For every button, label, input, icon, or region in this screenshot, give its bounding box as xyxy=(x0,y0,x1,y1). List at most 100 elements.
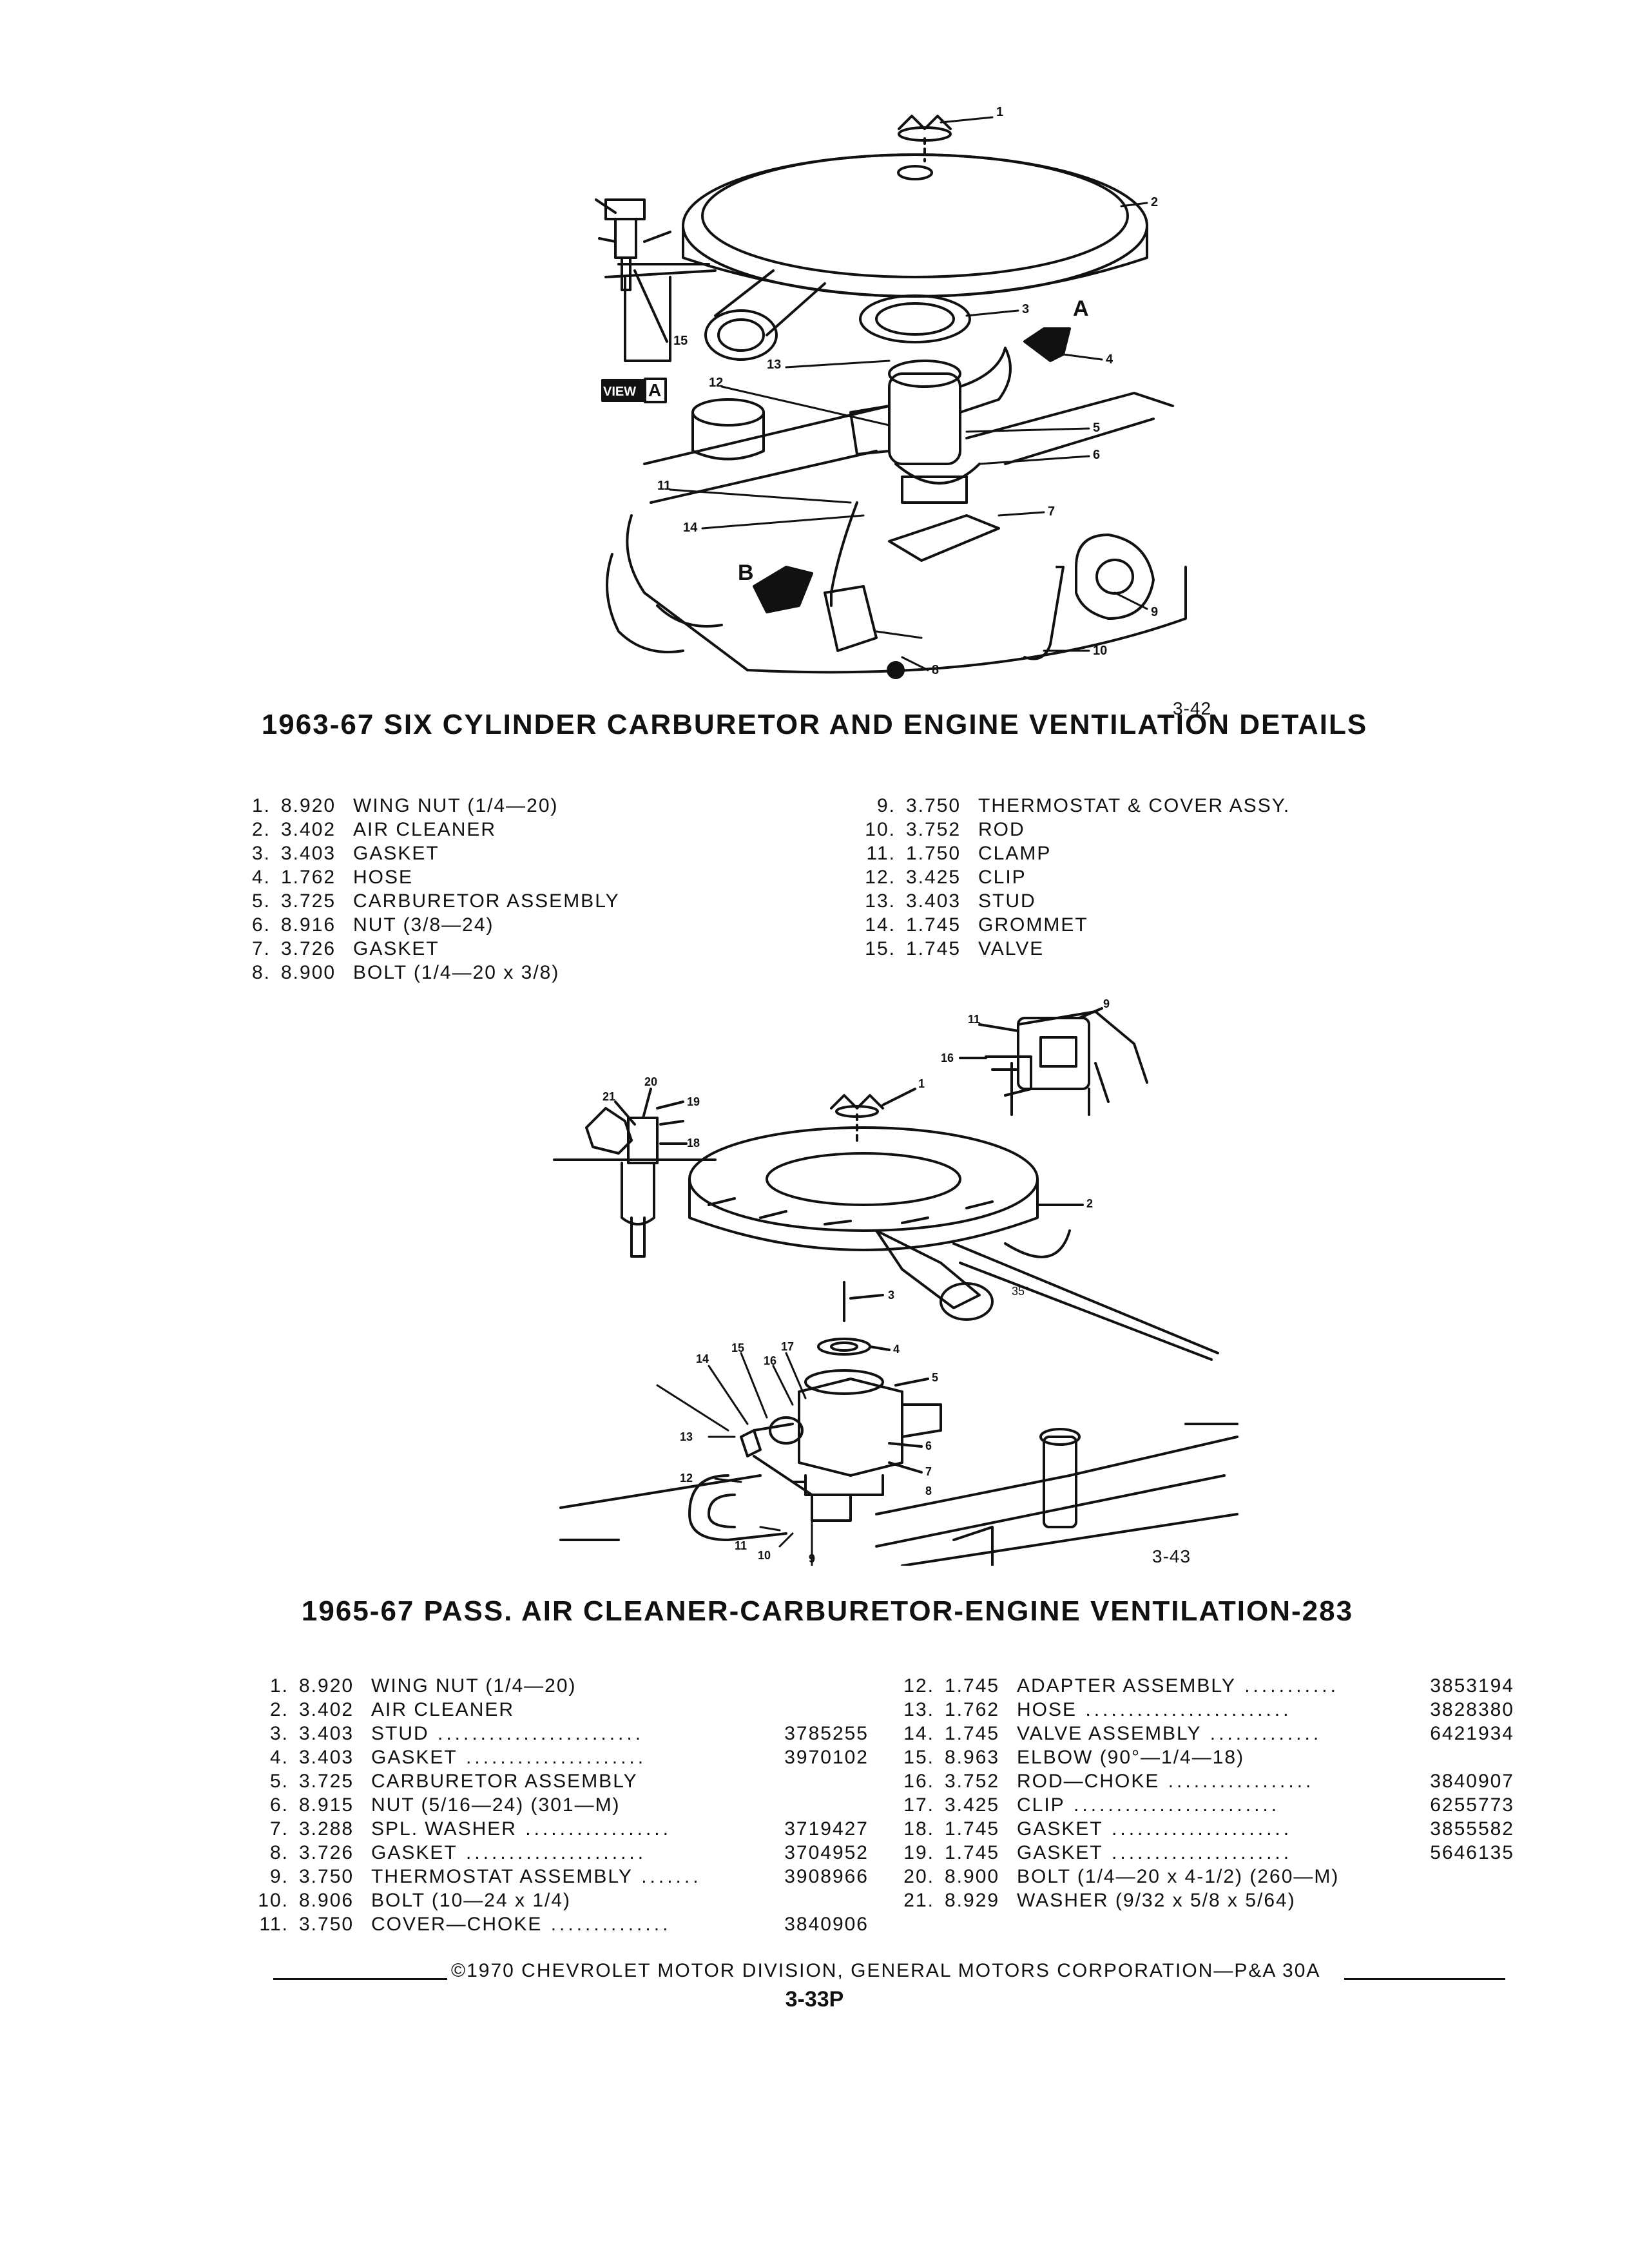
callout-a: A xyxy=(1073,296,1089,321)
view-a-inset xyxy=(595,198,717,362)
callout-6: 6 xyxy=(1093,448,1100,462)
callout-4: 4 xyxy=(893,1343,900,1356)
view-a-tag-label: VIEW xyxy=(603,385,636,399)
callout-18: 18 xyxy=(687,1137,700,1149)
callout-3: 3 xyxy=(1022,302,1029,316)
callout-7: 7 xyxy=(1048,505,1055,519)
leader-lines xyxy=(669,116,1148,671)
callout-14: 14 xyxy=(696,1352,709,1365)
callout-5: 5 xyxy=(932,1371,938,1384)
gasket-ring xyxy=(859,294,971,343)
callout-2: 2 xyxy=(1086,1197,1093,1210)
hose-fitting-a xyxy=(1023,327,1071,362)
choke-thermostat-inset xyxy=(959,1007,1148,1116)
callout-1: 1 xyxy=(996,105,1003,119)
figure-number-3-42: 3-42 xyxy=(1173,698,1212,718)
callout-13: 13 xyxy=(680,1430,693,1443)
wing-nut xyxy=(898,115,952,162)
callout-5: 5 xyxy=(1093,421,1100,435)
callout-2: 2 xyxy=(1151,195,1158,209)
callout-10: 10 xyxy=(1093,644,1107,658)
adapter-inset xyxy=(553,1088,717,1258)
view-a-tag xyxy=(601,378,667,403)
bolt xyxy=(887,661,905,679)
callout-11: 11 xyxy=(735,1539,747,1552)
thermostat-cover-assembly xyxy=(1023,533,1155,660)
callout-7: 7 xyxy=(925,1465,932,1478)
ventilation-hose xyxy=(688,1455,813,1541)
callout-12: 12 xyxy=(680,1472,693,1485)
callout-4: 4 xyxy=(1106,352,1113,367)
air-cleaner xyxy=(688,1126,1084,1321)
callout-11: 11 xyxy=(657,479,671,493)
callout-17: 17 xyxy=(781,1340,794,1353)
thermostat-housing xyxy=(824,585,878,652)
callout-19: 19 xyxy=(687,1095,700,1108)
callout-15: 15 xyxy=(673,334,688,348)
base-gasket xyxy=(888,514,1000,562)
callout-10: 10 xyxy=(758,1549,771,1562)
wing-nut xyxy=(830,1088,916,1142)
footer-rule-left xyxy=(273,1978,447,1980)
callout-8: 8 xyxy=(925,1485,932,1497)
callout-b: B xyxy=(738,561,754,585)
callout-6: 6 xyxy=(925,1439,932,1452)
callout-13: 13 xyxy=(767,358,781,372)
leader-lines xyxy=(656,1352,813,1566)
callout-16: 16 xyxy=(764,1354,776,1367)
callout-21: 21 xyxy=(602,1090,615,1103)
page-number: 3-33P xyxy=(785,1987,844,2012)
figure-number-3-43: 3-43 xyxy=(1152,1546,1191,1566)
stud-and-gasket xyxy=(817,1281,891,1356)
view-a-tag-letter: A xyxy=(648,380,661,400)
callout-inset-11: 11 xyxy=(968,1013,980,1026)
callout-9: 9 xyxy=(1151,605,1158,619)
figure-3-42: VIEW A xyxy=(554,103,1263,715)
air-cleaner xyxy=(682,153,1148,361)
callout-20: 20 xyxy=(644,1075,657,1088)
figure-3-43: 35° xyxy=(541,986,1289,1566)
callout-9: 9 xyxy=(809,1552,815,1565)
angle-label: 35° xyxy=(1012,1285,1029,1298)
callout-inset-9: 9 xyxy=(1103,997,1110,1010)
carburetor-six-cylinder-illustration: VIEW A xyxy=(595,105,1187,679)
